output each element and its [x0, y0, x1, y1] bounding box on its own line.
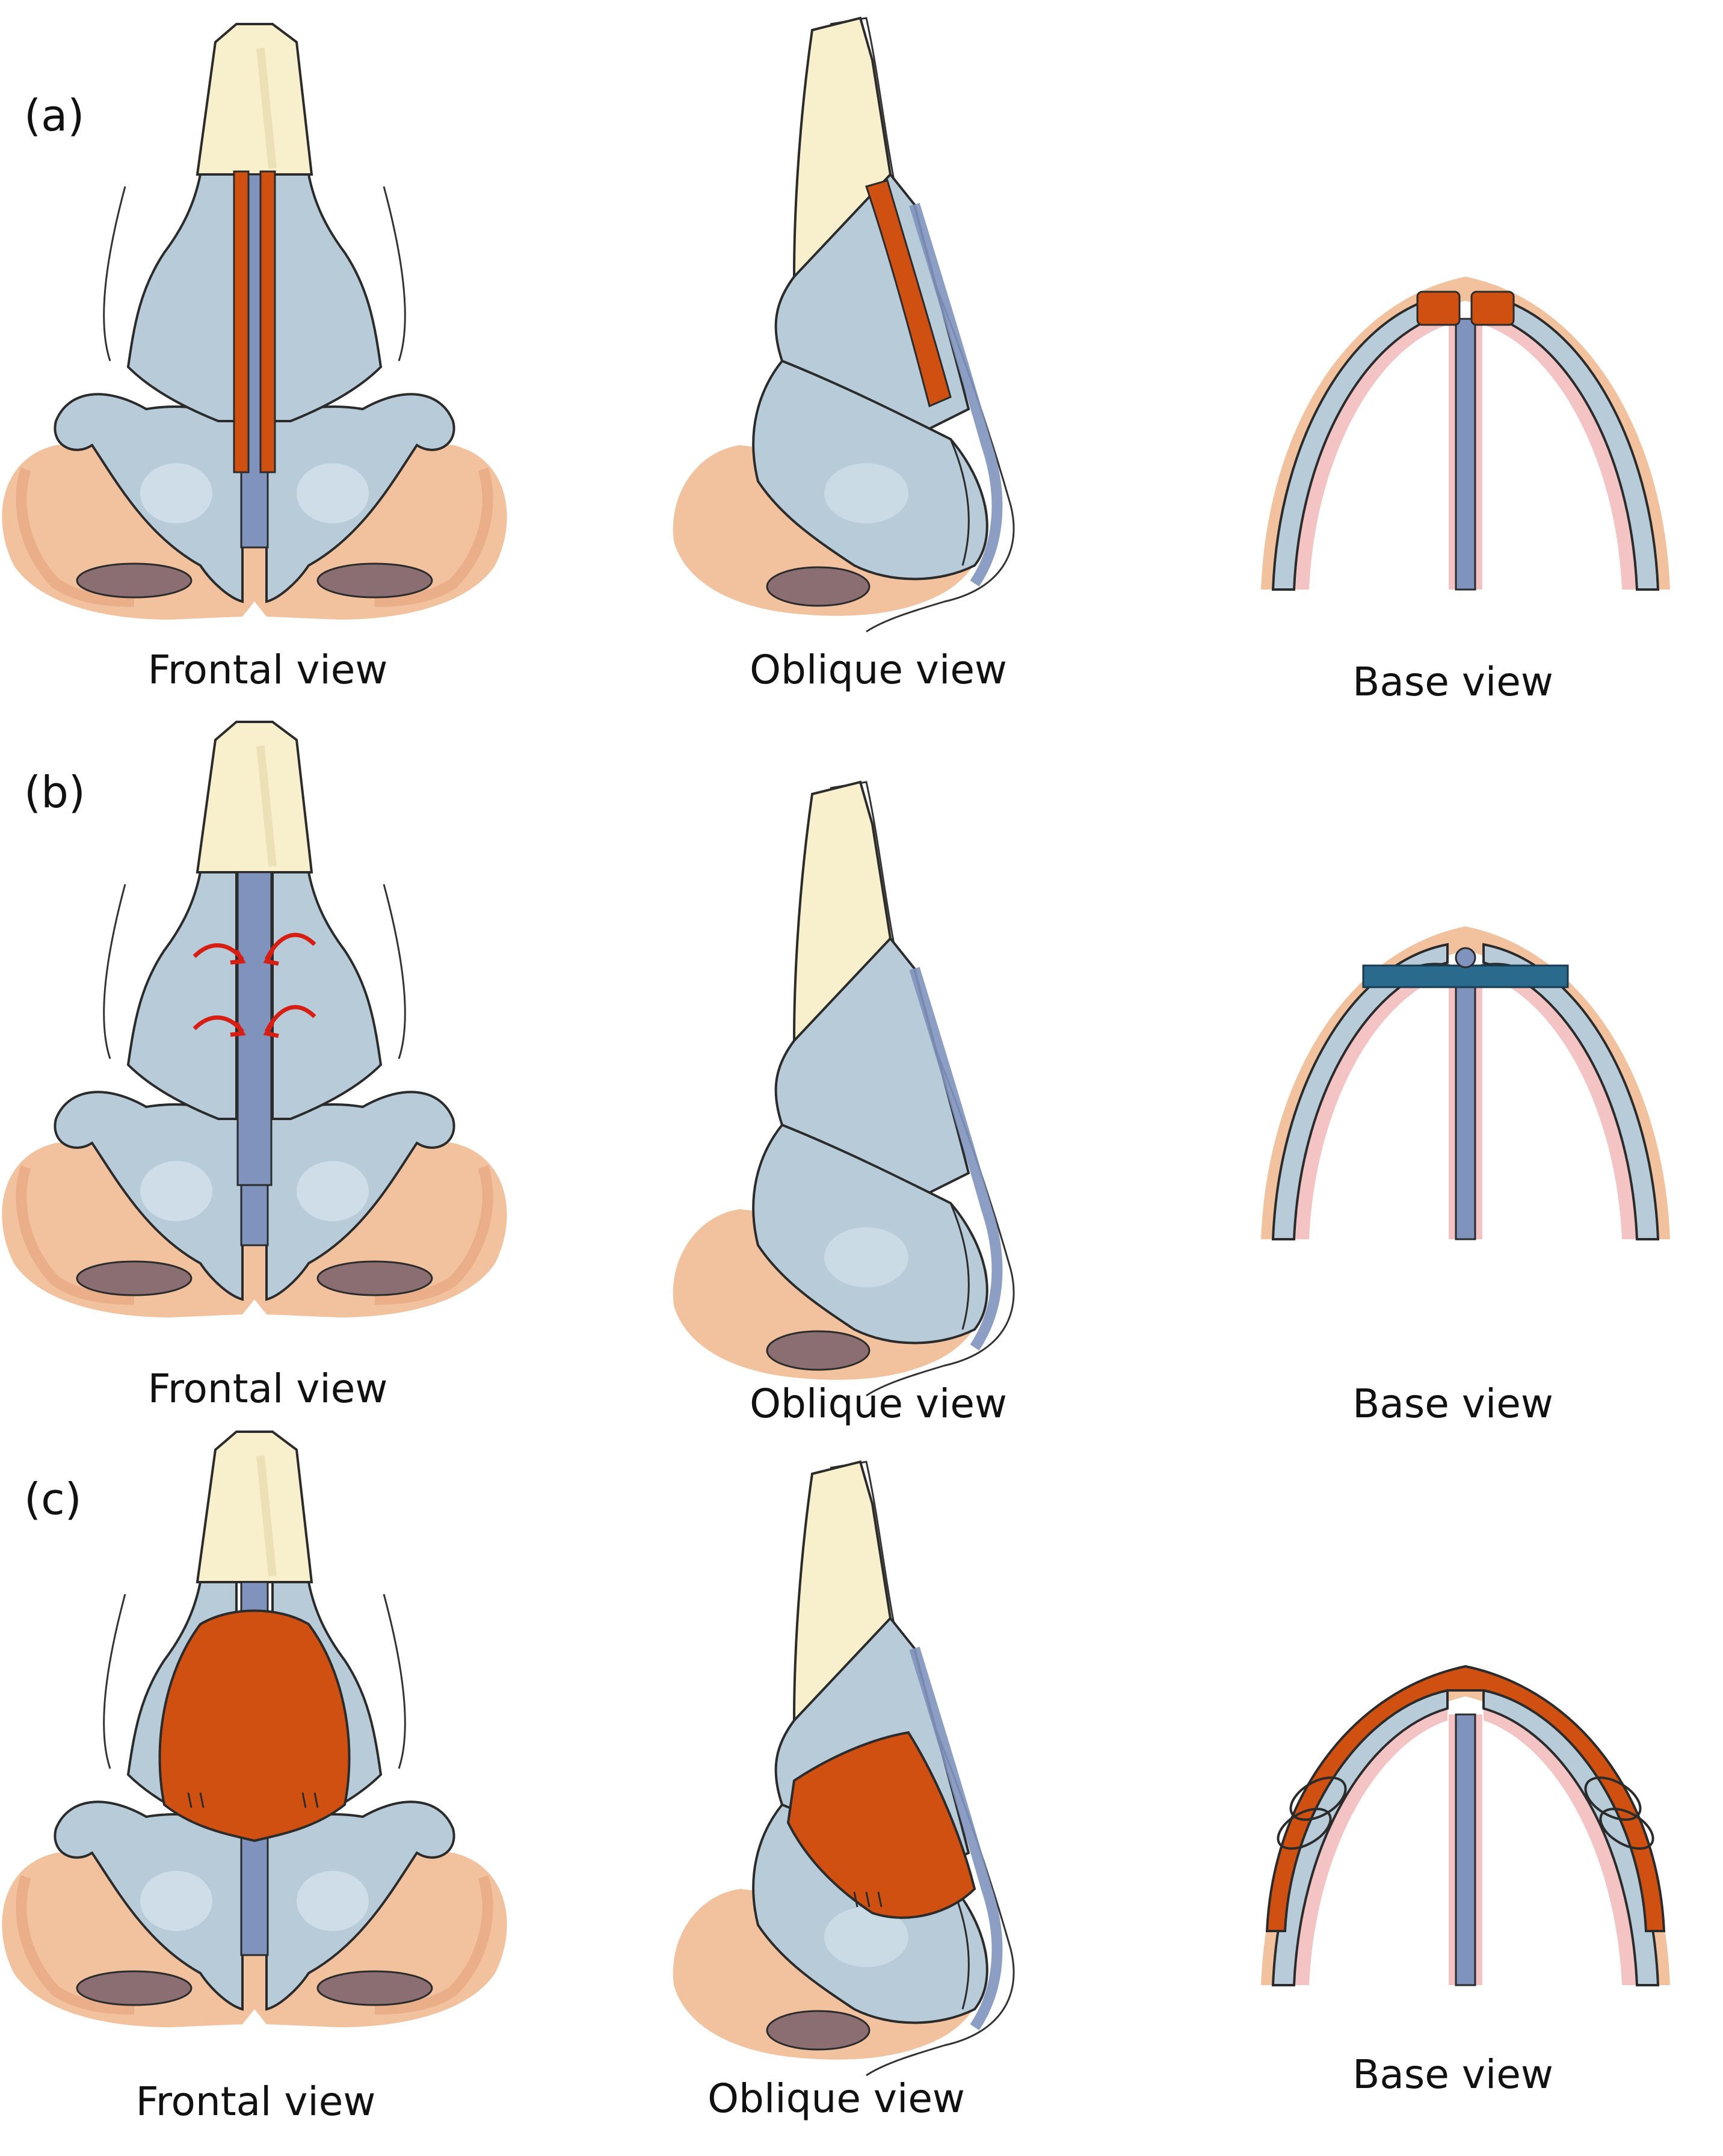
spreader-graft-oblique: [865, 179, 952, 408]
frontal-nose-a: [2, 24, 507, 620]
caption-c-frontal: Frontal view: [135, 2078, 376, 2125]
oblique-nose-c: [673, 1462, 1014, 2075]
oblique-nose-b: [673, 782, 1014, 1396]
spreader-graft-left: [233, 170, 250, 473]
panel-label-c: (c): [24, 1474, 82, 1524]
graft-section-left: [1416, 291, 1461, 326]
caption-b-base: Base view: [1352, 1381, 1553, 1427]
base-view-a: [1260, 276, 1671, 591]
caption-a-base: Base view: [1352, 659, 1553, 705]
cartilage-graft: [158, 1609, 351, 1843]
base-view-b: [1260, 925, 1671, 1240]
caption-c-base: Base view: [1352, 2051, 1553, 2098]
frontal-nose-b: [2, 722, 507, 1317]
caption-a-frontal: Frontal view: [147, 647, 388, 693]
spreader-graft-right: [259, 170, 276, 473]
panel-label-a: (a): [24, 90, 85, 141]
graft-section-right: [1470, 291, 1515, 326]
caption-a-oblique: Oblique view: [750, 647, 1007, 693]
graft-section-arch: [1265, 1665, 1666, 1932]
splint-bar: [1362, 964, 1569, 988]
inward-arrows: [193, 932, 316, 1038]
panel-label-b: (b): [24, 767, 85, 818]
base-view-c: [1260, 1665, 1671, 1986]
caption-c-oblique: Oblique view: [707, 2075, 965, 2122]
caption-b-frontal: Frontal view: [147, 1366, 388, 1412]
oblique-nose-a: [673, 18, 1014, 632]
frontal-nose-c: [2, 1432, 507, 2027]
cartilage-graft-oblique: [786, 1731, 976, 1919]
